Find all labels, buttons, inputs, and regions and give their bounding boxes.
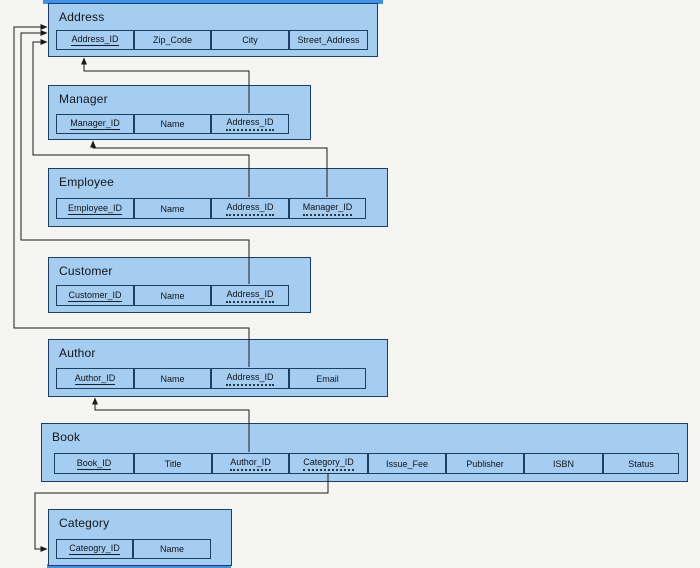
column-label: Name	[159, 544, 184, 554]
column-label: Zip_Code	[152, 35, 193, 45]
column-address-city[interactable]: City	[211, 30, 289, 50]
column-label: ISBN	[552, 458, 574, 469]
column-label-pk: Customer_ID	[68, 289, 122, 302]
column-label: Name	[160, 373, 185, 384]
column-label-pk: Address_ID	[71, 34, 119, 46]
column-book-isbn[interactable]: ISBN	[524, 453, 603, 474]
column-label-fk: Manager_ID	[302, 202, 353, 216]
column-customer-customer_id[interactable]: Customer_ID	[56, 285, 134, 306]
table-title-employee: Employee	[59, 175, 114, 189]
column-address-street_address[interactable]: Street_Address	[289, 30, 368, 50]
column-address-address_id[interactable]: Address_ID	[56, 30, 134, 50]
column-label-pk: Author_ID	[74, 372, 116, 385]
column-label-fk: Address_ID	[226, 372, 274, 386]
column-label-fk: Author_ID	[230, 457, 271, 471]
column-label-fk: Address_ID	[226, 202, 274, 216]
column-author-address_id[interactable]: Address_ID	[211, 368, 289, 389]
column-label: City	[242, 35, 258, 45]
column-employee-manager_id[interactable]: Manager_ID	[289, 198, 366, 219]
table-title-category: Category	[59, 516, 110, 530]
column-label-fk: Category_ID	[303, 457, 354, 471]
table-title-manager: Manager	[59, 92, 108, 106]
column-book-book_id[interactable]: Book_ID	[54, 453, 134, 474]
column-label: Name	[160, 203, 185, 214]
column-manager-name[interactable]: Name	[134, 114, 211, 134]
top-edge-strip	[43, 0, 383, 4]
column-label: Publisher	[466, 458, 504, 469]
column-label-pk: Book_ID	[76, 457, 112, 470]
table-title-address: Address	[59, 10, 105, 24]
column-employee-employee_id[interactable]: Employee_ID	[56, 198, 134, 219]
column-author-author_id[interactable]: Author_ID	[56, 368, 134, 389]
column-book-publisher[interactable]: Publisher	[446, 453, 524, 474]
table-title-author: Author	[59, 346, 96, 360]
column-label: Status	[628, 458, 654, 469]
column-label: Street_Address	[297, 35, 360, 45]
column-label-pk: Manager_ID	[70, 118, 120, 130]
column-author-email[interactable]: Email	[289, 368, 366, 389]
column-manager-address_id[interactable]: Address_ID	[211, 114, 289, 134]
column-book-author_id[interactable]: Author_ID	[212, 453, 289, 474]
column-book-issue_fee[interactable]: Issue_Fee	[368, 453, 446, 474]
column-label: Title	[164, 458, 182, 469]
column-label: Email	[316, 373, 339, 384]
bottom-edge-strip	[47, 564, 231, 568]
table-title-book: Book	[52, 430, 81, 444]
column-label-fk: Address_ID	[226, 289, 274, 303]
column-book-title[interactable]: Title	[134, 453, 212, 474]
column-employee-address_id[interactable]: Address_ID	[211, 198, 289, 219]
column-label: Issue_Fee	[385, 458, 429, 469]
column-category-name[interactable]: Name	[133, 539, 211, 559]
connector-customer-addressid-to-address[interactable]	[20, 30, 250, 284]
column-label: Name	[160, 290, 185, 301]
column-category-cateogry_id[interactable]: Cateogry_ID	[56, 539, 133, 559]
column-book-status[interactable]: Status	[603, 453, 679, 474]
column-label-pk: Cateogry_ID	[69, 543, 120, 555]
table-title-customer: Customer	[59, 264, 113, 278]
column-label: Name	[160, 119, 185, 129]
column-book-category_id[interactable]: Category_ID	[289, 453, 368, 474]
column-author-name[interactable]: Name	[134, 368, 211, 389]
column-customer-name[interactable]: Name	[134, 285, 211, 306]
column-customer-address_id[interactable]: Address_ID	[211, 285, 289, 306]
column-manager-manager_id[interactable]: Manager_ID	[56, 114, 134, 134]
column-address-zip_code[interactable]: Zip_Code	[134, 30, 211, 50]
column-label-fk: Address_ID	[226, 117, 274, 131]
column-employee-name[interactable]: Name	[134, 198, 211, 219]
column-label-pk: Employee_ID	[67, 202, 123, 215]
